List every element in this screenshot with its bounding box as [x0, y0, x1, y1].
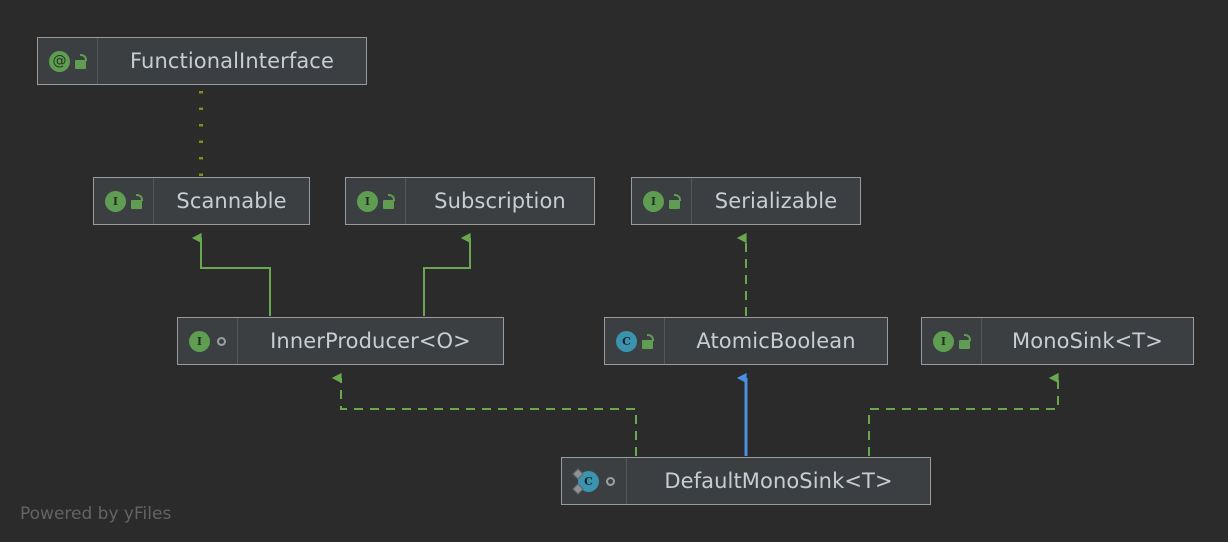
node-inner-producer[interactable]: I InnerProducer<O> [177, 317, 504, 365]
class-icon: C [616, 330, 637, 352]
interface-icon: I [105, 190, 126, 212]
node-label: Serializable [714, 189, 838, 213]
edge-innerproducer-subscription [423, 232, 471, 316]
node-icon-group: C [605, 318, 665, 364]
node-default-mono-sink[interactable]: C DefaultMonoSink<T> [561, 457, 931, 505]
unlock-icon [669, 193, 682, 209]
unlock-icon [75, 53, 88, 69]
unlock-icon [959, 333, 972, 349]
node-icon-group: I [632, 178, 692, 224]
package-private-icon [215, 336, 228, 346]
node-label: MonoSink<T> [1012, 329, 1163, 353]
node-scannable[interactable]: I Scannable [93, 177, 310, 225]
inner-class-icon: C [578, 470, 599, 492]
yfiles-watermark: Powered by yFiles [20, 504, 172, 524]
node-atomic-boolean[interactable]: C AtomicBoolean [604, 317, 888, 365]
unlock-icon [131, 193, 144, 209]
annotation-icon: @ [49, 50, 70, 72]
interface-icon: I [189, 330, 210, 352]
node-label: FunctionalInterface [130, 49, 334, 73]
node-label: InnerProducer<O> [270, 329, 471, 353]
node-serializable[interactable]: I Serializable [631, 177, 861, 225]
node-label: Scannable [176, 189, 287, 213]
edge-innerproducer-scannable [191, 232, 271, 316]
node-icon-group: I [94, 178, 154, 224]
unlock-icon [383, 193, 396, 209]
node-functional-interface[interactable]: @ FunctionalInterface [37, 37, 367, 85]
node-label: DefaultMonoSink<T> [664, 469, 893, 493]
node-label: AtomicBoolean [696, 329, 856, 353]
interface-icon: I [933, 330, 954, 352]
unlock-icon [642, 333, 655, 349]
node-icon-group: I [346, 178, 406, 224]
edge-defaultmonosink-monosink [868, 372, 1059, 456]
node-icon-group: I [922, 318, 982, 364]
interface-icon: I [357, 190, 378, 212]
node-icon-group: I [178, 318, 238, 364]
node-icon-group: C [562, 458, 627, 504]
edge-defaultmonosink-innerproducer [331, 372, 637, 456]
interface-icon: I [643, 190, 664, 212]
node-icon-group: @ [38, 38, 98, 84]
package-private-icon [604, 476, 617, 486]
node-mono-sink[interactable]: I MonoSink<T> [921, 317, 1194, 365]
node-label: Subscription [434, 189, 566, 213]
node-subscription[interactable]: I Subscription [345, 177, 595, 225]
